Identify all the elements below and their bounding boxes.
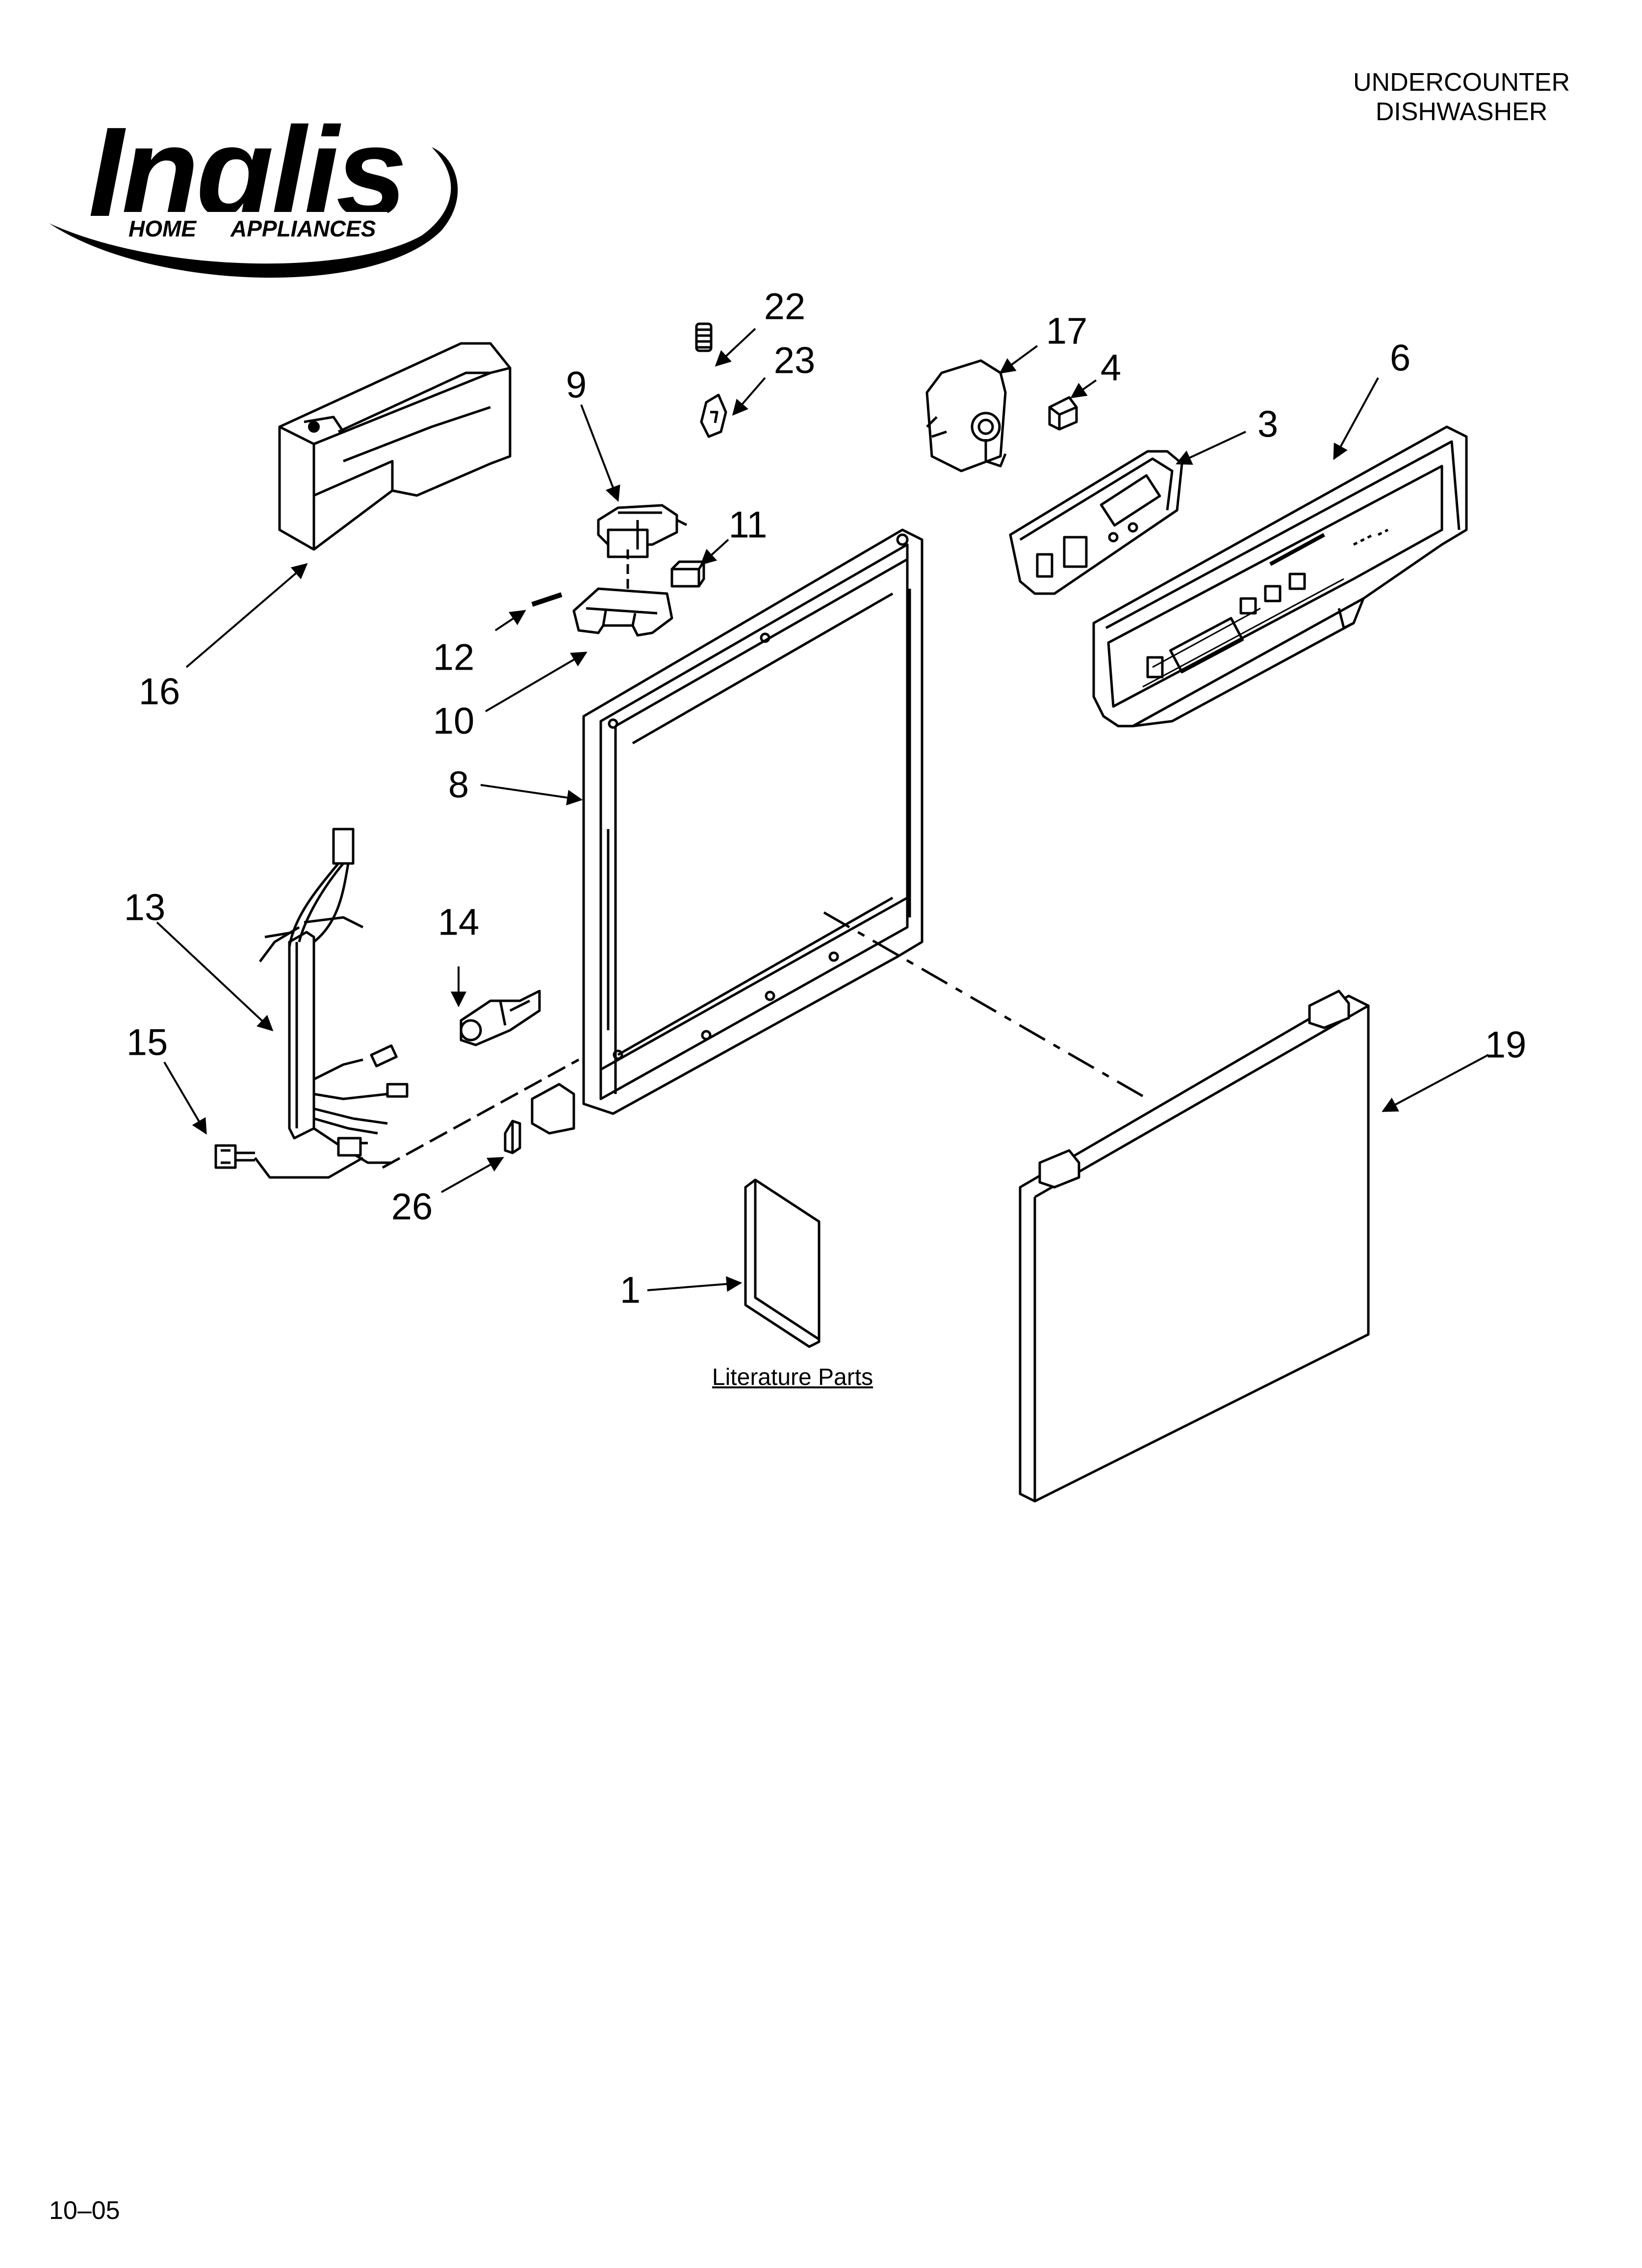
part-9-latch (597, 504, 688, 558)
part-10-bracket (572, 587, 673, 637)
callout-12: 12 (433, 636, 475, 678)
callout-16: 16 (138, 671, 180, 713)
part-4-clip (1048, 396, 1078, 431)
callout-8: 8 (448, 764, 469, 806)
callout-22: 22 (764, 286, 806, 328)
callout-11: 11 (728, 504, 768, 546)
part-11-switch (670, 560, 705, 588)
part-22-spring (695, 322, 713, 352)
logo-appliances: APPLIANCES (230, 216, 376, 241)
part-3-interface (1009, 450, 1183, 595)
footer-date: 10–05 (49, 2196, 120, 2225)
callout-9: 9 (565, 364, 587, 406)
callout-15: 15 (126, 1021, 168, 1064)
callout-13: 13 (124, 886, 166, 929)
literature-parts-label: Literature Parts (712, 1364, 873, 1390)
callout-4: 4 (1100, 347, 1122, 389)
callout-14: 14 (437, 901, 480, 943)
part-15-screw (214, 1144, 364, 1179)
header-line-1: UNDERCOUNTER (1353, 68, 1570, 97)
leader-lines (156, 328, 1489, 1292)
callout-10: 10 (433, 700, 475, 742)
callout-19: 19 (1485, 1024, 1527, 1066)
callout-26: 26 (391, 1186, 433, 1228)
callout-23: 23 (773, 339, 816, 382)
callout-17: 17 (1046, 310, 1088, 352)
part-13-harness (259, 828, 409, 1164)
part-12-pin (531, 592, 563, 607)
part-14-sensor (460, 990, 541, 1046)
callout-1: 1 (619, 1269, 641, 1311)
part-8-door-frame (531, 528, 924, 1135)
logo-home: HOME (128, 216, 197, 241)
part-16-duct (278, 342, 512, 551)
part-1-literature (744, 1178, 821, 1348)
part-17-selector (925, 359, 1007, 472)
part-6-console (1092, 425, 1468, 728)
header-line-2: DISHWASHER (1375, 98, 1548, 126)
part-23-clip (700, 393, 727, 438)
part-26-clip (504, 1120, 521, 1154)
part-19-panel (1019, 990, 1370, 1503)
document-header: UNDERCOUNTER DISHWASHER (1314, 68, 1609, 127)
callout-6: 6 (1389, 337, 1411, 379)
inglis-logo: Inglis HOME APPLIANCES (49, 101, 458, 278)
callout-3: 3 (1257, 403, 1279, 445)
